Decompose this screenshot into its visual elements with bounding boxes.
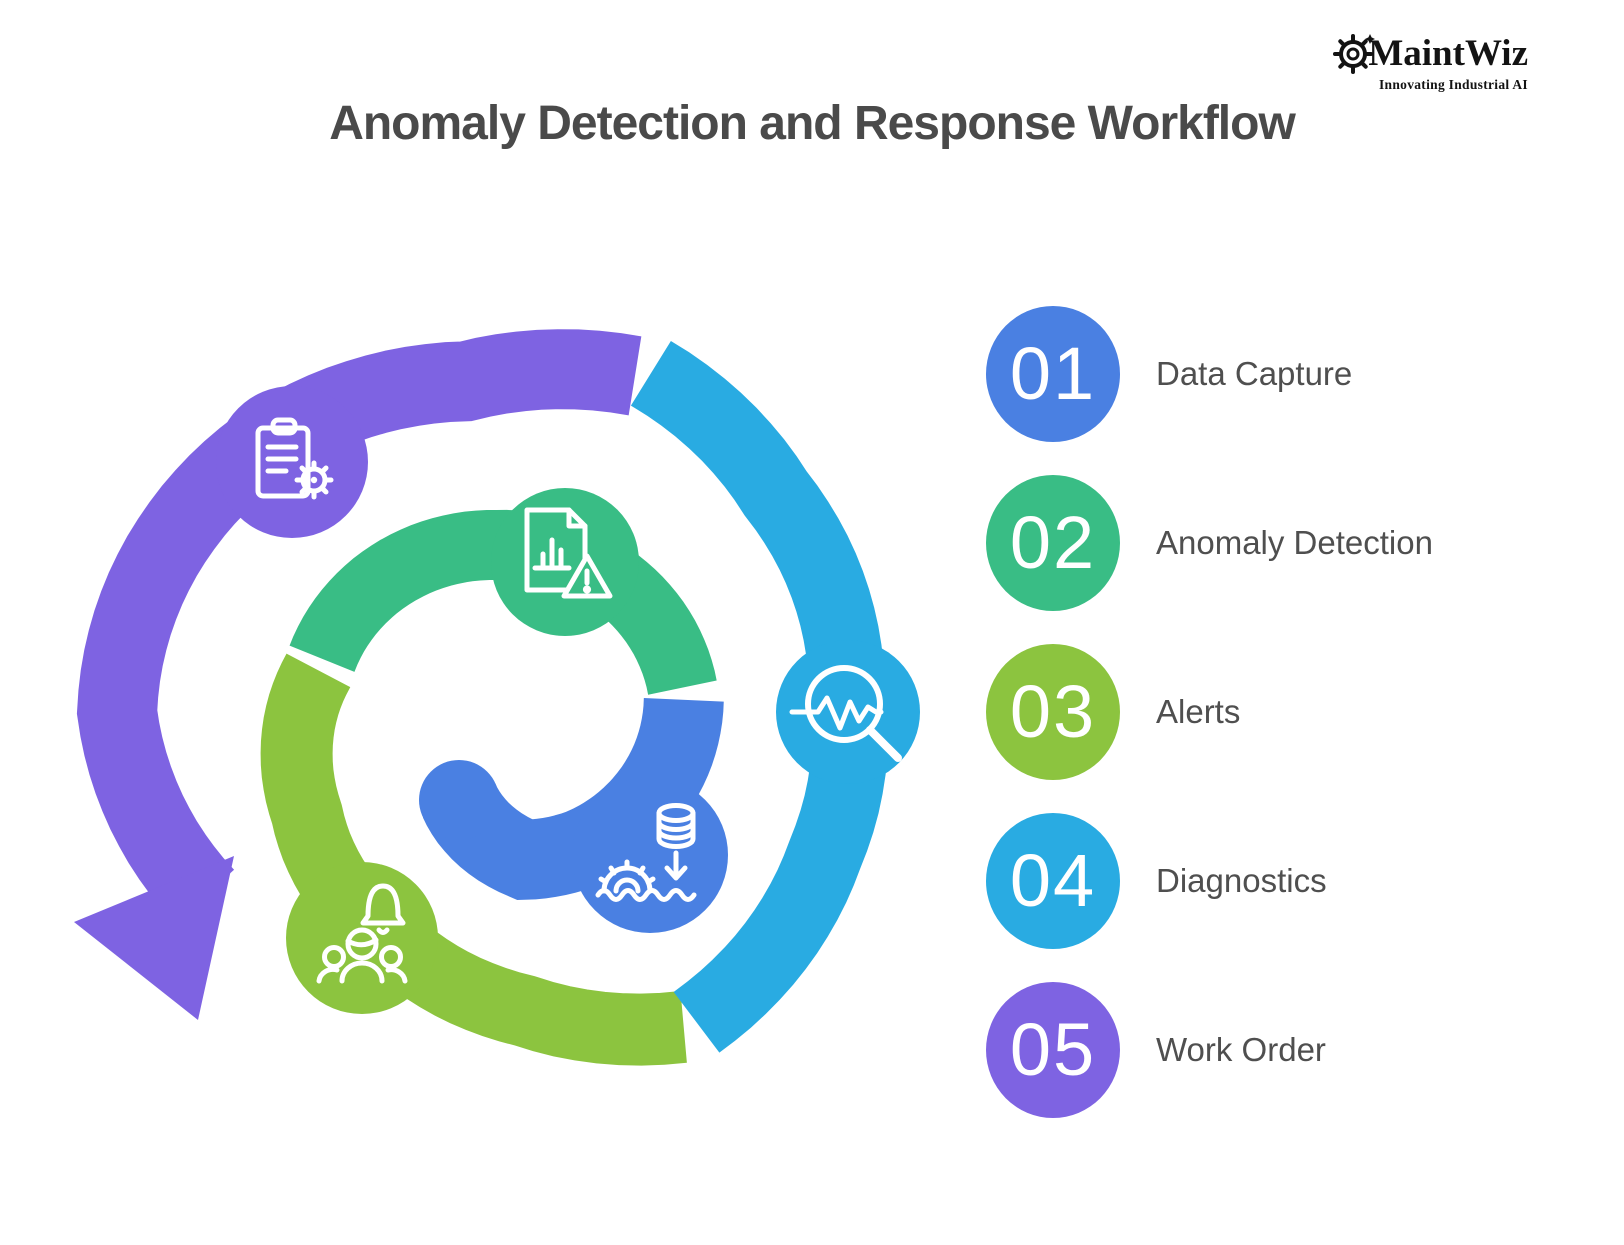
database-capture-icon xyxy=(595,803,697,902)
icon-blob-work-order xyxy=(216,386,368,538)
spiral-segment-work-order xyxy=(76,329,642,924)
maintwiz-logo: MaintWiz Innovating Industrial AI xyxy=(1331,30,1528,93)
step-number-badge: 04 xyxy=(986,813,1120,949)
anomaly-document-icon xyxy=(524,507,613,599)
step-item-anomaly-detection: 02 Anomaly Detection xyxy=(986,475,1433,611)
step-label: Data Capture xyxy=(1156,355,1353,392)
step-label: Diagnostics xyxy=(1156,862,1327,899)
spiral-bands xyxy=(74,329,920,1066)
step-item-work-order: 05 Work Order xyxy=(986,982,1433,1118)
step-label: Alerts xyxy=(1156,693,1241,730)
step-label: Anomaly Detection xyxy=(1156,524,1433,561)
page-title: Anomaly Detection and Response Workflow xyxy=(329,97,1296,150)
logo-name: MaintWiz xyxy=(1368,32,1528,74)
diagnostics-magnifier-icon xyxy=(789,665,902,762)
step-number-badge: 01 xyxy=(986,306,1120,442)
step-label: Work Order xyxy=(1156,1031,1326,1068)
step-number-badge: 02 xyxy=(986,475,1120,611)
icon-blob-data-capture xyxy=(572,777,728,933)
step-item-alerts: 03 Alerts xyxy=(986,644,1433,780)
icon-blob-alerts xyxy=(286,862,438,1014)
step-number-badge: 05 xyxy=(986,982,1120,1118)
icon-blob-data-capture xyxy=(419,760,499,840)
spiral-arrowhead xyxy=(74,856,234,1020)
gear-icon xyxy=(1333,34,1376,74)
logo-tagline: Innovating Industrial AI xyxy=(1378,77,1528,92)
step-number-badge: 03 xyxy=(986,644,1120,780)
alerts-people-bell-icon xyxy=(316,883,408,984)
step-item-data-capture: 01 Data Capture xyxy=(986,306,1433,442)
sparkle-icon xyxy=(1365,34,1376,44)
workflow-steps-list: 01 Data Capture 02 Anomaly Detection 03 Alert… xyxy=(986,306,1433,1118)
work-order-clipboard-icon xyxy=(255,417,334,500)
step-item-diagnostics: 04 Diagnostics xyxy=(986,813,1433,949)
